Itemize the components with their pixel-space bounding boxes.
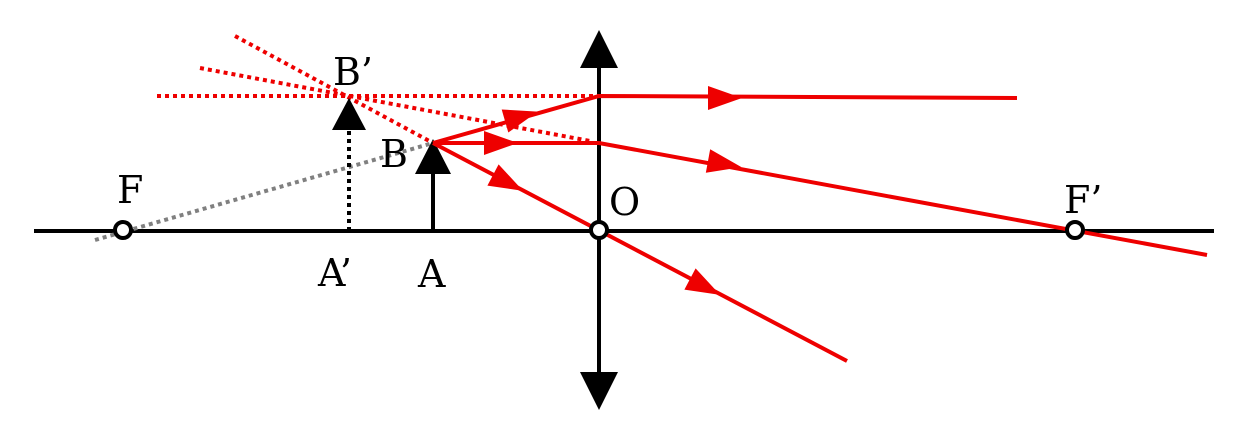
ray-direction-arrows (484, 86, 742, 295)
label-optical-center: O (609, 180, 640, 224)
label-focus-left: F (117, 168, 143, 212)
label-object-base: A (417, 252, 446, 296)
focus-left-point (113, 220, 133, 240)
real-rays (432, 93, 1208, 363)
image-arrow (332, 98, 366, 231)
virtual-ray-extensions (157, 34, 599, 145)
label-image-base: A’ (317, 251, 352, 295)
construction-line-focus (94, 141, 434, 242)
label-focus-right: F’ (1064, 178, 1102, 222)
label-image-tip: B’ (333, 50, 373, 94)
object-arrow (415, 139, 451, 231)
label-object-tip: B (380, 132, 408, 176)
focus-right-point (1065, 220, 1085, 240)
optical-center-point (589, 220, 609, 240)
